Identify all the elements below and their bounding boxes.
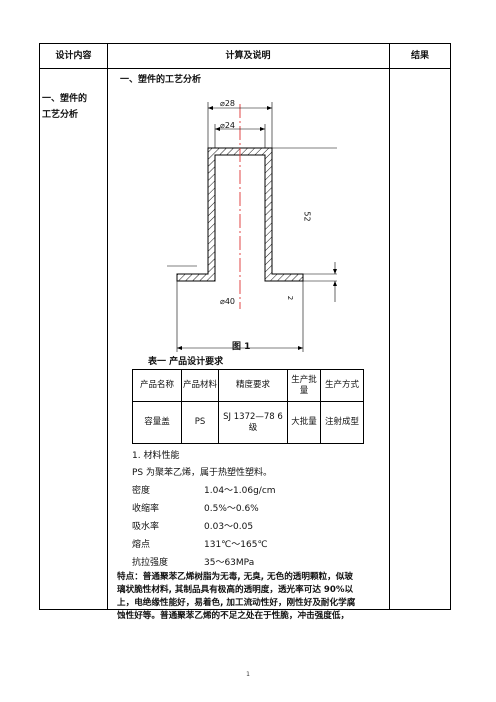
material-intro: PS 为聚苯乙烯，属于热塑性塑料。 xyxy=(132,468,273,478)
dim-flange-label: 2 xyxy=(286,295,295,301)
dim-top-label: ⌀28 xyxy=(220,99,235,108)
td-batch: 大批量 xyxy=(287,401,321,444)
th-product-name: 产品名称 xyxy=(132,369,182,402)
header-result: 结果 xyxy=(410,51,429,61)
design-table: 设计内容 计算及说明 结果 一、塑件的 工艺分析 一、塑件的工艺分析 xyxy=(39,43,451,621)
header-calculation: 计算及说明 xyxy=(225,51,271,61)
dim-inner-label: ⌀24 xyxy=(220,121,235,130)
figure-caption: 图 1 xyxy=(232,342,251,352)
header-divider xyxy=(40,68,450,69)
part-drawing xyxy=(167,102,337,352)
th-batch: 生产批量 xyxy=(287,369,321,402)
features-line-1: 特点：普通聚苯乙烯树脂为无毒, 无臭, 无色的透明颗粒，似玻 xyxy=(117,572,353,582)
left-section-line2: 工艺分析 xyxy=(42,110,79,120)
th-product-material: 产品材料 xyxy=(181,369,219,402)
property-value: 0.5%～0.6% xyxy=(204,504,259,514)
dim-bottom-label: ⌀40 xyxy=(220,297,235,306)
property-name: 吸水率 xyxy=(132,522,160,532)
th-method: 生产方式 xyxy=(320,369,364,402)
property-value: 35～63MPa xyxy=(204,558,255,568)
features-line-3: 上，电绝缘性能好，易着色, 加工流动性好，刚性好及耐化学腐 xyxy=(117,598,356,608)
property-name: 密度 xyxy=(132,486,151,496)
header-design-content: 设计内容 xyxy=(55,51,92,61)
td-precision: SJ 1372—78 6 级 xyxy=(218,401,288,444)
property-value: 131℃～165℃ xyxy=(204,540,268,550)
property-name: 收缩率 xyxy=(132,504,160,514)
property-value: 0.03～0.05 xyxy=(204,522,254,532)
column-divider-right xyxy=(389,44,390,609)
table-caption: 表一 产品设计要求 xyxy=(148,357,224,367)
section-title: 一、塑件的工艺分析 xyxy=(120,75,202,85)
product-requirements-table: 产品名称 产品材料 精度要求 生产批量 生产方式 容量盖 PS SJ 1372—… xyxy=(132,369,364,444)
column-divider-left xyxy=(107,44,108,609)
property-name: 抗拉强度 xyxy=(132,558,169,568)
property-name: 熔点 xyxy=(132,540,151,550)
th-precision: 精度要求 xyxy=(218,369,288,402)
property-value: 1.04～1.06g/cm xyxy=(204,486,276,496)
td-product-material: PS xyxy=(181,401,219,444)
td-product-name: 容量盖 xyxy=(132,401,182,444)
features-line-4: 蚀性好等。普通聚苯乙烯的不足之处在于性脆，冲击强度低， xyxy=(117,611,350,621)
td-method: 注射成型 xyxy=(320,401,364,444)
left-section-line1: 一、塑件的 xyxy=(42,94,88,104)
dim-height-label: 52 xyxy=(302,211,312,222)
material-heading: 1. 材料性能 xyxy=(132,451,180,461)
features-line-2: 璃状脆性材料, 其制品具有极高的透明度，透光率可达 90%以 xyxy=(117,585,354,595)
page-number: 1 xyxy=(246,671,250,678)
